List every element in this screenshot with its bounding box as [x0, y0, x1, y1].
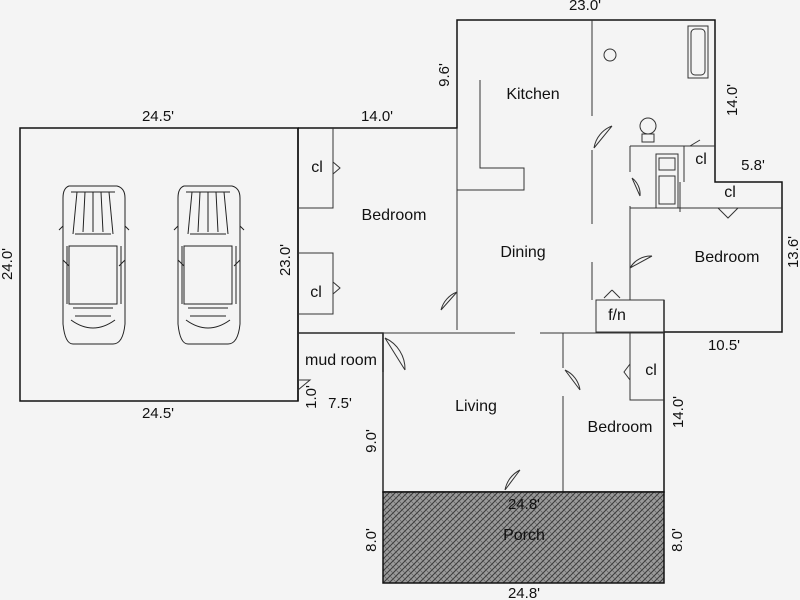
closet-label: cl	[724, 184, 736, 201]
door-swing-icon	[504, 469, 521, 491]
closet-label: cl	[310, 284, 322, 301]
door-swing-icon	[384, 337, 406, 371]
door-swing-icon	[629, 255, 653, 269]
room-label-kitchen: Kitchen	[506, 86, 559, 103]
dimension-label: 24.8'	[508, 585, 540, 600]
dimension-label: 9.6'	[436, 63, 453, 87]
closet-label: cl	[645, 362, 657, 379]
room-label-porch: Porch	[503, 527, 545, 544]
car-icon	[173, 185, 245, 345]
dimension-label: 24.8'	[508, 496, 540, 513]
closet-label: cl	[695, 151, 707, 168]
room-label-dining: Dining	[500, 244, 545, 261]
dimension-label: 7.5'	[328, 395, 352, 412]
stove-icon	[655, 153, 679, 209]
room-label-bedroom: Bedroom	[362, 207, 427, 224]
dimension-label: 14.0'	[724, 84, 741, 116]
fn-label: f/n	[608, 307, 626, 324]
interior-walls	[298, 20, 782, 492]
room-label-bedroom: Bedroom	[588, 419, 653, 436]
door-swing-icon	[297, 379, 312, 391]
dimension-label: 9.0'	[363, 429, 380, 453]
sink-icon	[603, 48, 617, 62]
bathtub-icon	[687, 25, 709, 79]
door-swing-icon	[631, 177, 641, 197]
room-label-mud-room: mud room	[305, 352, 377, 369]
dimension-label: 23.0'	[277, 244, 294, 276]
door-swing-icon	[603, 139, 701, 299]
door-swing-icon	[440, 291, 458, 311]
dimension-label: 5.8'	[741, 157, 765, 174]
porch-area	[382, 491, 665, 584]
room-label-living: Living	[455, 398, 497, 415]
dimension-label: 23.0'	[569, 0, 601, 14]
room-labels: Kitchen Dining Bedroom Bedroom Bedroom L…	[305, 86, 759, 544]
dimension-label: 14.0'	[361, 108, 393, 125]
dimension-label: 24.5'	[142, 108, 174, 125]
closet-label: cl	[311, 159, 323, 176]
garage-outline	[19, 127, 299, 402]
dimension-label: 8.0'	[363, 528, 380, 552]
dimension-label: 24.5'	[142, 405, 174, 422]
toilet-icon	[639, 117, 657, 143]
room-label-bedroom: Bedroom	[695, 249, 760, 266]
fixtures	[603, 25, 709, 209]
doors	[297, 125, 739, 491]
dimension-label: 10.5'	[708, 337, 740, 354]
dimension-label: 1.0'	[303, 385, 320, 409]
door-swing-icon	[593, 125, 613, 149]
dimension-label: 14.0'	[670, 396, 687, 428]
dimension-label: 13.6'	[785, 236, 800, 268]
door-swing-icon	[564, 369, 581, 391]
dimension-label: 8.0'	[669, 528, 686, 552]
garage	[19, 127, 299, 402]
dimension-label: 24.0'	[0, 248, 16, 280]
car-icon	[58, 185, 130, 345]
